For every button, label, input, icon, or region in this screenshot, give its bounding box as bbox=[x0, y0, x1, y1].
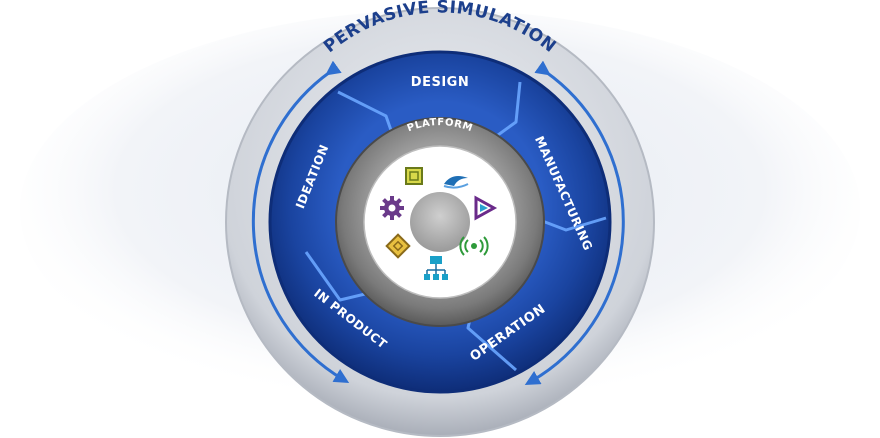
signal-icon bbox=[459, 236, 489, 256]
diamond-icon bbox=[385, 233, 411, 259]
center-hub bbox=[410, 192, 470, 252]
stage-label-design: DESIGN bbox=[411, 75, 469, 90]
right-cycle-arrow bbox=[524, 60, 625, 385]
network-icon bbox=[424, 256, 448, 280]
gear-icon bbox=[380, 196, 404, 220]
chip-icon bbox=[405, 167, 423, 185]
left-cycle-arrow bbox=[251, 60, 350, 384]
wave-icon bbox=[443, 176, 469, 189]
triangle-icon bbox=[474, 195, 498, 221]
